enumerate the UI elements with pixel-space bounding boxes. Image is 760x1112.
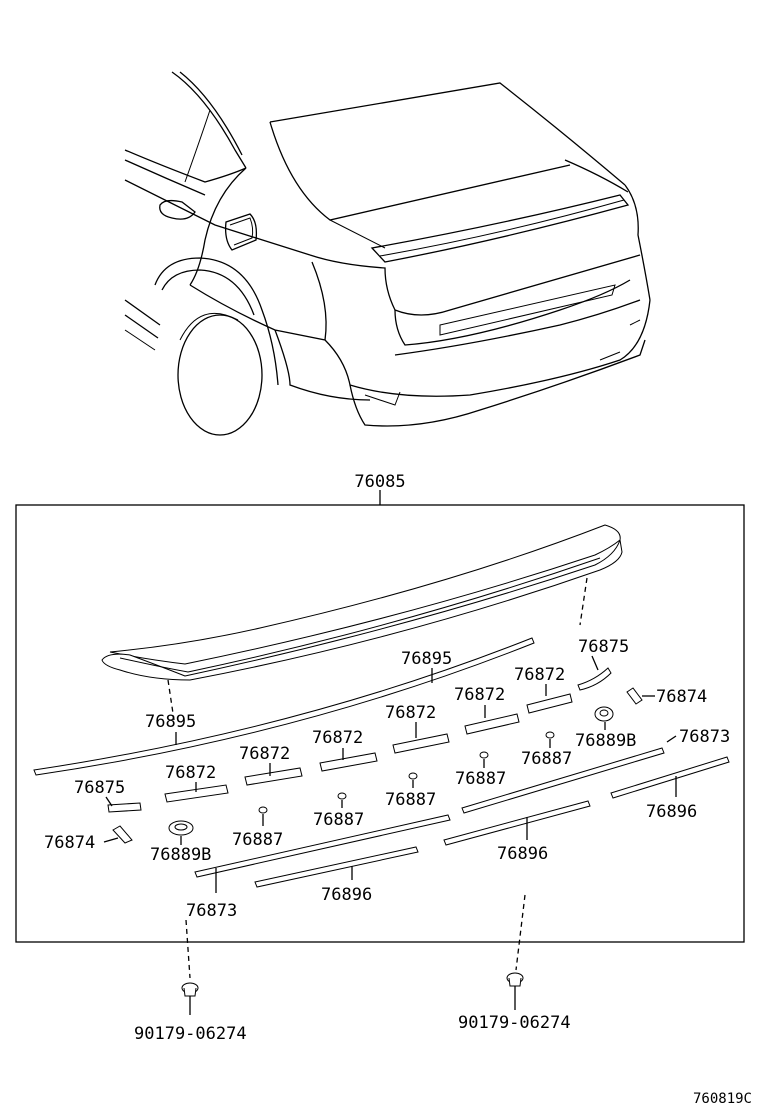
part-label: 76872 <box>385 703 436 723</box>
part-label: 76896 <box>321 885 372 905</box>
locator-line-left <box>167 679 175 721</box>
seal-strip-76895 <box>33 637 535 776</box>
part-label: 76887 <box>455 769 506 789</box>
fastener-label: 90179-06274 <box>458 1013 571 1033</box>
assembly-box: 76085 <box>15 472 745 943</box>
spoiler-part <box>101 524 623 681</box>
locator-line-bolt-1 <box>185 919 191 979</box>
part-label: 76872 <box>239 744 290 764</box>
part-label: 76896 <box>646 802 697 822</box>
clips-76887 <box>258 731 555 814</box>
part-label: 76895 <box>145 712 196 732</box>
part-label: 76887 <box>313 810 364 830</box>
end-pieces <box>107 667 643 844</box>
locator-line-right <box>579 577 588 626</box>
part-labels: 76875 76895 76872 76874 76872 76895 7687… <box>44 637 730 921</box>
leader-lines <box>103 655 677 893</box>
part-label: 76875 <box>74 778 125 798</box>
diagram-code: 760819C <box>693 1091 752 1107</box>
fastener-label: 90179-06274 <box>134 1024 247 1044</box>
part-label: 76874 <box>44 833 95 853</box>
part-label: 76872 <box>454 685 505 705</box>
part-label: 76889B <box>575 731 636 751</box>
part-label: 76872 <box>514 665 565 685</box>
part-label: 76895 <box>401 649 452 669</box>
car-rear-illustration <box>124 71 651 436</box>
part-label: 76887 <box>521 749 572 769</box>
strips-76873 <box>194 747 665 878</box>
part-label: 76872 <box>312 728 363 748</box>
part-label: 76887 <box>232 830 283 850</box>
pads-76872 <box>164 693 573 803</box>
part-label: 76874 <box>656 687 707 707</box>
assembly-number: 76085 <box>354 472 405 492</box>
grommets-76889b <box>168 706 614 836</box>
locator-line-bolt-2 <box>515 894 526 971</box>
part-label: 76873 <box>186 901 237 921</box>
fastener-labels: 90179-06274 90179-06274 <box>134 1013 571 1044</box>
fastener-bolts <box>181 972 524 1015</box>
strips-76896 <box>254 756 730 888</box>
part-label: 76887 <box>385 790 436 810</box>
part-label: 76889B <box>150 845 211 865</box>
part-label: 76896 <box>497 844 548 864</box>
part-label: 76875 <box>578 637 629 657</box>
part-label: 76873 <box>679 727 730 747</box>
part-label: 76872 <box>165 763 216 783</box>
